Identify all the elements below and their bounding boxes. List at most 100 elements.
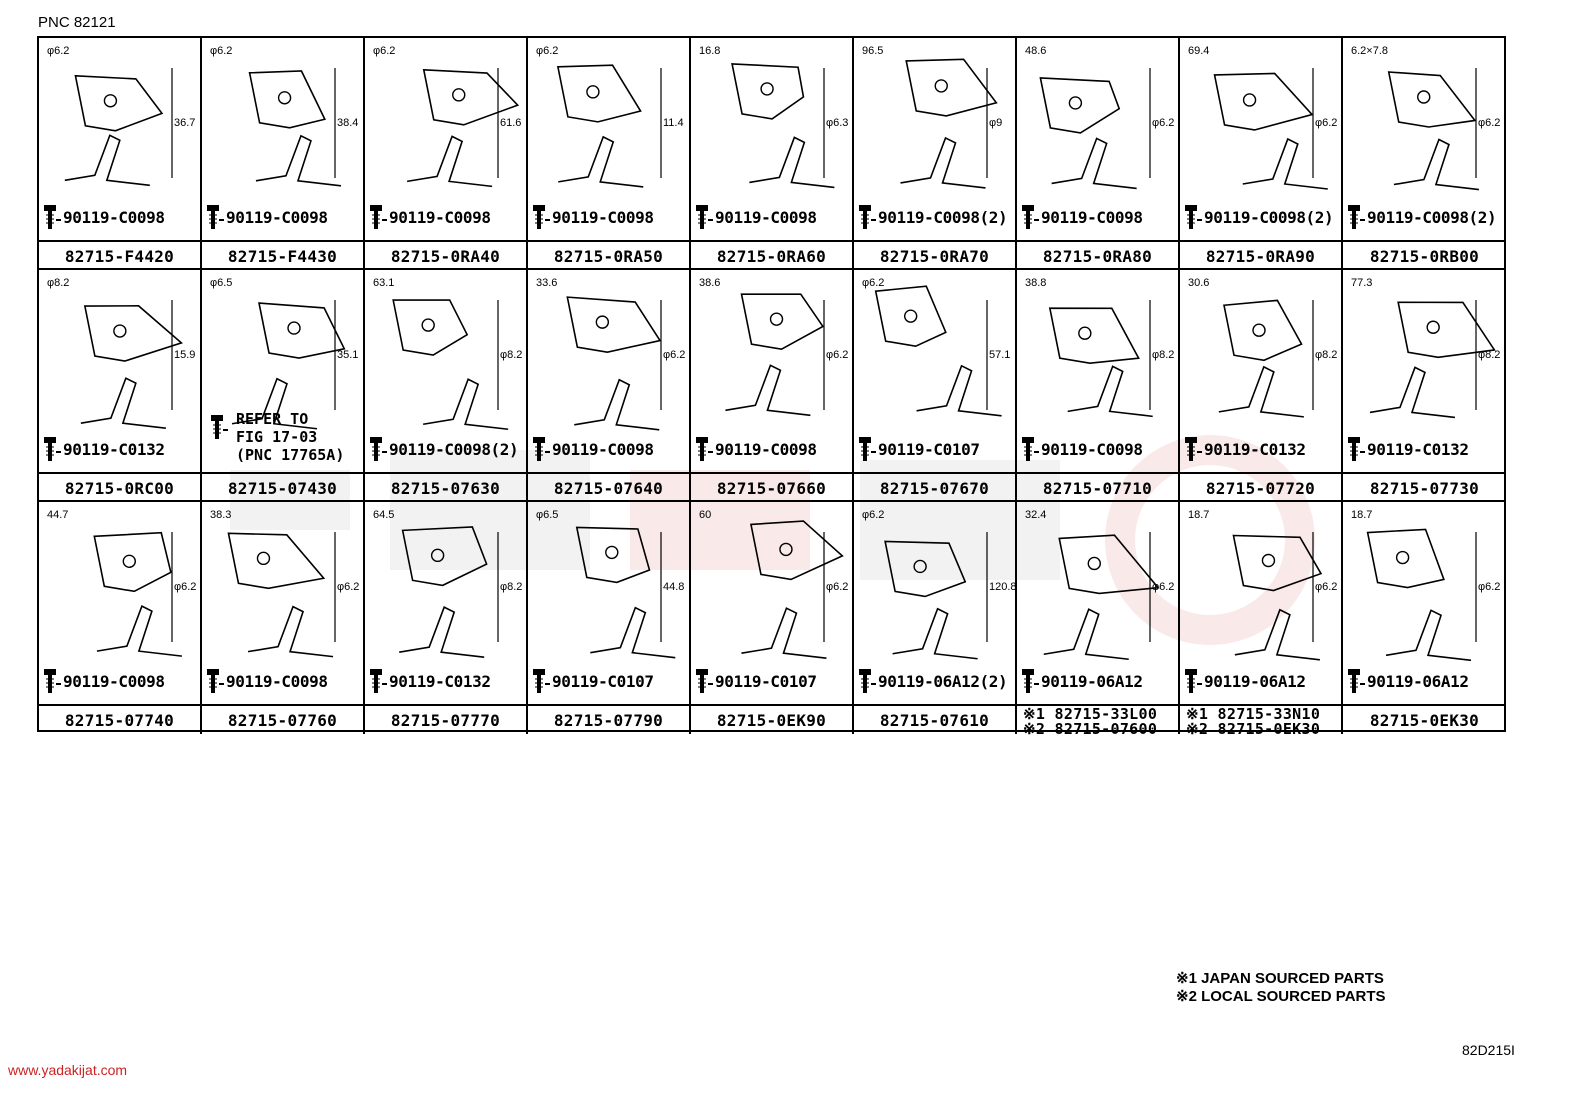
dimension-label: φ6.2	[1152, 581, 1174, 593]
part-number[interactable]: 82715-0RA90	[1180, 240, 1341, 273]
bolt-part-number[interactable]: 90119-C0098	[226, 672, 328, 691]
bolt-part-number[interactable]: 90119-06A12(2)	[878, 672, 1008, 691]
bolt-part-number[interactable]: 90119-C0098(2)	[1204, 208, 1334, 227]
bolt-part-number[interactable]: 90119-C0098	[389, 208, 491, 227]
bracket-drawing	[1366, 528, 1472, 662]
dimension-label: φ6.2	[1152, 117, 1174, 129]
part-number[interactable]: 82715-07630	[365, 472, 526, 505]
dimension-label: 44.8	[663, 581, 684, 593]
part-number[interactable]: 82715-0EK30	[1343, 704, 1506, 737]
bolt-part-number[interactable]: 90119-C0098	[63, 672, 165, 691]
part-number[interactable]: 82715-0RA50	[528, 240, 689, 273]
part-number[interactable]: ※1 82715-33N10※2 82715-0EK30	[1180, 704, 1341, 738]
part-illustration: 38.3φ6.2	[210, 509, 359, 658]
part-number-japan[interactable]: ※1 82715-33L00	[1023, 705, 1158, 723]
part-number[interactable]: 82715-0RB00	[1343, 240, 1506, 273]
part-number[interactable]: 82715-07730	[1343, 472, 1506, 505]
bolt-part-number[interactable]: 90119-C0098	[552, 440, 654, 459]
bolt-part-number[interactable]: 90119-C0098	[715, 440, 817, 459]
part-number[interactable]: 82715-07430	[202, 472, 363, 505]
bolt-part-number[interactable]: 90119-C0098(2)	[389, 440, 519, 459]
part-number-japan[interactable]: ※1 82715-33N10	[1186, 705, 1321, 723]
bolt-part-number[interactable]: 90119-C0098	[1041, 440, 1143, 459]
bolt-part-number[interactable]: 90119-C0107	[552, 672, 654, 691]
part-number-local[interactable]: ※2 82715-07600	[1023, 720, 1158, 738]
part-number[interactable]: 82715-07660	[691, 472, 852, 505]
part-number[interactable]: 82715-07790	[528, 704, 689, 737]
refer-note: REFER TO FIG 17-03 (PNC 17765A)	[236, 410, 345, 464]
part-number[interactable]: 82715-0RA40	[365, 240, 526, 273]
part-number[interactable]: 82715-07760	[202, 704, 363, 737]
part-cell[interactable]: 48.6 φ6.2 90119-C0098 82715-0RA80	[1017, 38, 1180, 270]
part-number[interactable]: 82715-0RC00	[39, 472, 200, 505]
bolt-part-number[interactable]: 90119-C0098	[226, 208, 328, 227]
part-number[interactable]: 82715-0RA70	[854, 240, 1015, 273]
part-illustration: 18.7φ6.2	[1188, 509, 1337, 661]
bolt-part-number[interactable]: 90119-C0098(2)	[878, 208, 1008, 227]
part-number[interactable]: 82715-F4430	[202, 240, 363, 273]
bolt-part-number[interactable]: 90119-06A12	[1367, 672, 1469, 691]
bolt-part-number[interactable]: 90119-C0107	[715, 672, 817, 691]
bolt-part-number[interactable]: 90119-C0098	[1041, 208, 1143, 227]
bolt-part-number[interactable]: 90119-C0107	[878, 440, 980, 459]
bolt-part-number[interactable]: 90119-C0132	[1204, 440, 1306, 459]
part-number[interactable]: 82715-07710	[1017, 472, 1178, 505]
bolt-part-number[interactable]: 90119-C0098	[63, 208, 165, 227]
part-number[interactable]: 82715-0EK90	[691, 704, 852, 737]
part-number[interactable]: 82715-07610	[854, 704, 1015, 737]
bolt-part-number[interactable]: 90119-06A12	[1041, 672, 1143, 691]
part-number[interactable]: ※1 82715-33L00※2 82715-07600	[1017, 704, 1178, 738]
bolt-part-number[interactable]: 90119-C0132	[63, 440, 165, 459]
dimension-label: 38.4	[337, 117, 358, 129]
site-watermark[interactable]: www.yadakijat.com	[8, 1062, 128, 1078]
bolt-part-number[interactable]: 90119-C0132	[389, 672, 491, 691]
part-number[interactable]: 82715-07740	[39, 704, 200, 737]
bolt-part-number[interactable]: 90119-06A12	[1204, 672, 1306, 691]
bolt-callout: 90119-C0098(2)	[856, 202, 1017, 232]
bracket-drawing	[80, 305, 183, 430]
bolt-part-number[interactable]: 90119-C0098(2)	[1367, 208, 1497, 227]
part-number[interactable]: 82715-0RA60	[691, 240, 852, 273]
bolt-part-number[interactable]: 90119-C0098	[715, 208, 817, 227]
bolt-part-number[interactable]: 90119-C0098	[552, 208, 654, 227]
dimension-label: 77.3	[1351, 277, 1372, 289]
bolt-part-number[interactable]: 90119-C0132	[1367, 440, 1469, 459]
part-number[interactable]: 82715-07670	[854, 472, 1015, 505]
dimension-label: 18.7	[1351, 509, 1372, 521]
dimension-label: 48.6	[1025, 45, 1046, 57]
part-number[interactable]: 82715-F4420	[39, 240, 200, 273]
part-number[interactable]: 82715-07640	[528, 472, 689, 505]
part-number[interactable]: 82715-0RA80	[1017, 240, 1178, 273]
part-number-local[interactable]: ※2 82715-0EK30	[1186, 720, 1321, 738]
part-number[interactable]: 82715-07720	[1180, 472, 1341, 505]
dimension-label: φ8.2	[500, 349, 522, 361]
bracket-drawing	[575, 526, 676, 659]
part-number[interactable]: 82715-07770	[365, 704, 526, 737]
